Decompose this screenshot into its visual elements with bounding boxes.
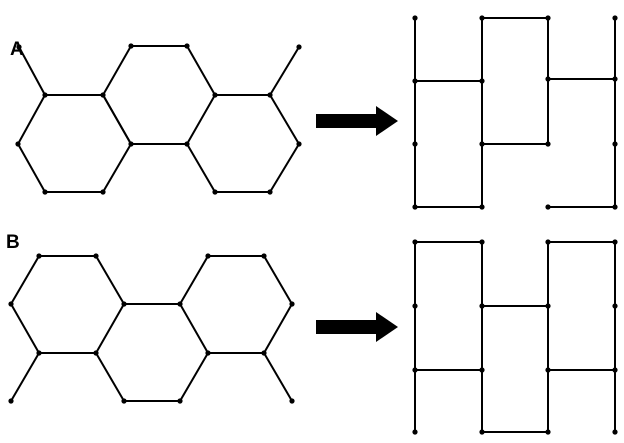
panel-b-grid-edges	[414, 241, 616, 433]
panel-a-label: A	[10, 39, 24, 60]
panel-a-grid-graph	[412, 15, 618, 210]
panel-b-hexagon-nodes	[8, 253, 295, 404]
panel-b-grid-graph	[412, 239, 618, 435]
panel-b-label: B	[6, 232, 20, 253]
panel-a: A	[10, 15, 618, 210]
panel-a-hexagon-edges	[16, 45, 301, 193]
panel-b-hexagon-graph	[8, 253, 295, 404]
panel-b-hexagon-edges	[9, 255, 294, 402]
panel-a-hexagon-nodes	[15, 43, 302, 195]
panel-a-hexagon-graph	[15, 43, 302, 195]
panel-a-grid-edges	[414, 17, 616, 208]
arrow-right-icon	[316, 106, 398, 136]
panel-b-grid-nodes	[412, 239, 618, 435]
panel-b: B	[6, 232, 618, 435]
arrow-right-icon	[316, 312, 398, 342]
panel-a-grid-nodes	[412, 15, 618, 210]
